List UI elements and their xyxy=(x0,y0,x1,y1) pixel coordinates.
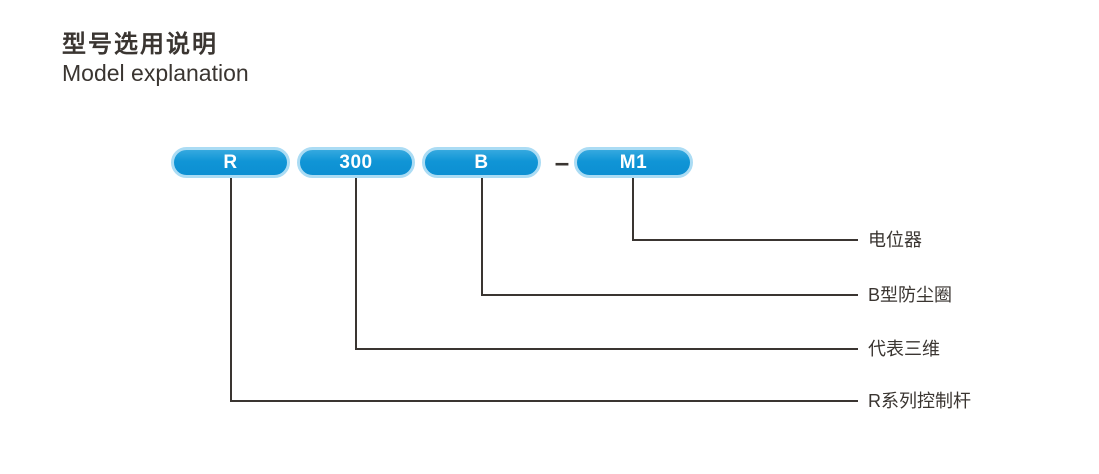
label-three-dimension: 代表三维 xyxy=(868,339,940,359)
model-code-badge-m1: M1 xyxy=(574,147,693,178)
connector-horizontal-b xyxy=(481,294,858,296)
page-title-english: Model explanation xyxy=(62,60,249,86)
model-code-badge-r: R xyxy=(171,147,290,178)
label-r-series-lever: R系列控制杆 xyxy=(868,391,971,411)
connector-horizontal-300 xyxy=(355,348,858,350)
label-potentiometer: 电位器 xyxy=(868,230,922,250)
connector-vertical-300 xyxy=(355,178,357,350)
model-code-badge-b: B xyxy=(422,147,541,178)
connector-horizontal-r xyxy=(230,400,858,402)
connector-vertical-b xyxy=(481,178,483,296)
connector-horizontal-m1 xyxy=(632,239,858,241)
model-code-badge-300: 300 xyxy=(297,147,415,178)
connector-vertical-r xyxy=(230,178,232,402)
code-separator-dash: – xyxy=(554,146,570,177)
label-b-type-dust-ring: B型防尘圈 xyxy=(868,285,953,305)
connector-vertical-m1 xyxy=(632,178,634,241)
page-title-chinese: 型号选用说明 xyxy=(62,31,218,58)
